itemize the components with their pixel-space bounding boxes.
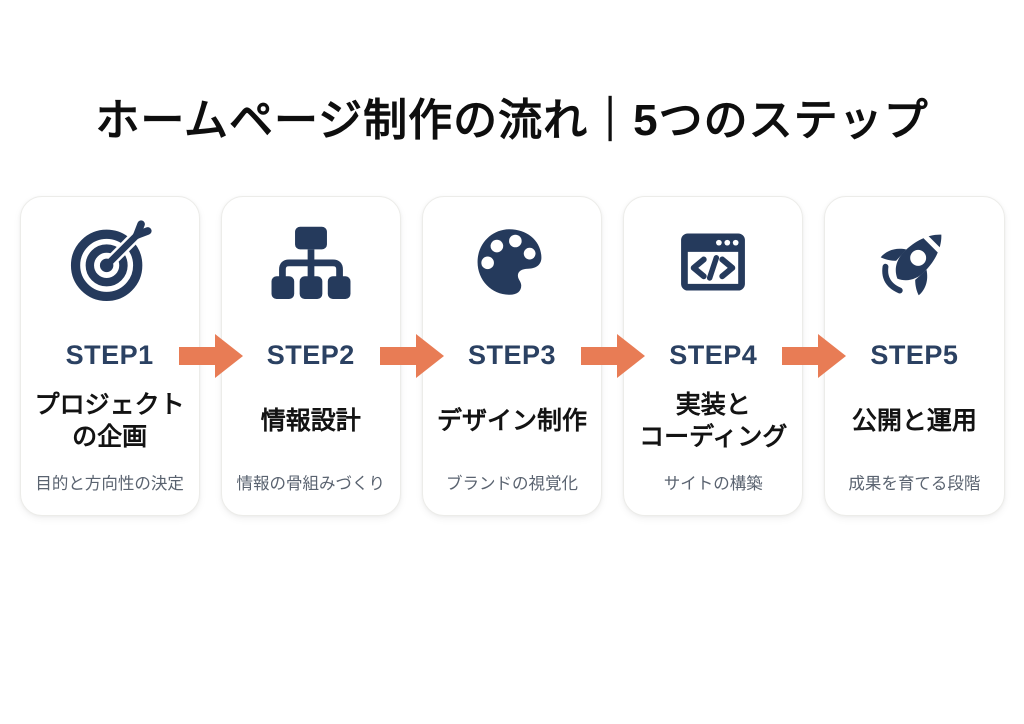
step-label: STEP3: [467, 340, 557, 370]
step-subtitle: サイトの構築: [663, 475, 763, 493]
step-title: 情報設計: [260, 406, 361, 435]
step-title: デザイン制作: [437, 406, 588, 435]
step-card-2: STEP2 情報設計 情報の骨組みづくり: [220, 196, 401, 516]
arrow-right-icon: [580, 334, 645, 378]
infographic-canvas: { "title": "ホームページ制作の流れ｜5つのステップ", "color…: [0, 84, 1024, 724]
step-subtitle: 目的と方向性の決定: [35, 475, 184, 493]
arrow-right-icon: [781, 334, 846, 378]
step-card-5: STEP5 公開と運用 成果を育てる段階: [824, 196, 1005, 516]
target-icon: [68, 217, 152, 307]
step-card-1: STEP1 プロジェクト の企画 目的と方向性の決定: [19, 196, 200, 516]
step-label: STEP5: [870, 340, 959, 370]
step-subtitle: 情報の骨組みづくり: [236, 475, 386, 493]
page-title: ホームページ制作の流れ｜5つのステップ: [95, 96, 929, 145]
step-label: STEP4: [669, 340, 758, 370]
arrow-right-icon: [178, 334, 243, 378]
step-card-3: STEP3 デザイン制作 ブランドの視覚化: [421, 196, 603, 516]
palette-icon: [470, 217, 554, 307]
step-subtitle: 成果を育てる段階: [848, 475, 981, 493]
rocket-icon: [872, 217, 956, 307]
step-title: 実装と コーディング: [639, 390, 788, 452]
step-subtitle: ブランドの視覚化: [446, 475, 578, 493]
arrow-right-icon: [379, 334, 444, 378]
step-title: 公開と運用: [851, 406, 977, 435]
steps-row: STEP1 プロジェクト の企画 目的と方向性の決定 STEP2 情報設計 情報…: [19, 196, 1005, 516]
step-card-4: STEP4 実装と コーディング サイトの構築: [623, 196, 804, 516]
step-label: STEP2: [266, 340, 355, 370]
sitemap-icon: [269, 217, 353, 307]
step-title: プロジェクト の企画: [34, 390, 185, 452]
code-window-icon: [671, 217, 755, 307]
step-label: STEP1: [65, 340, 154, 370]
